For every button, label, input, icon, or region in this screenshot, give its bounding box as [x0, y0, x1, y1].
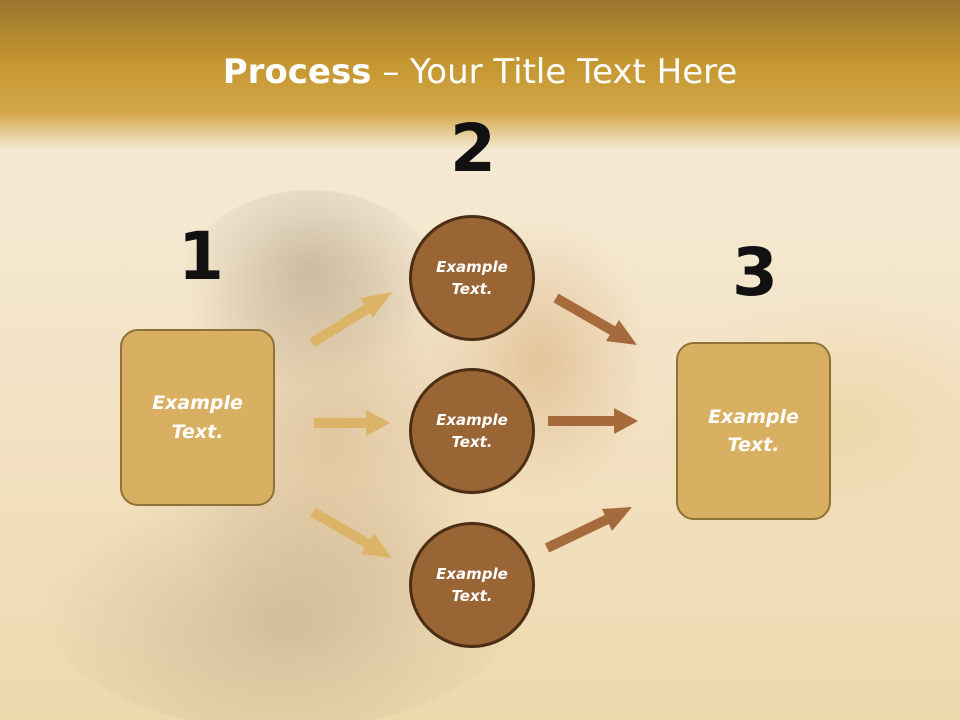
step-3-box-text: Example Text.: [708, 405, 799, 457]
arrow-left-to-bottom: [310, 507, 392, 558]
step-1-box-text: Example Text.: [152, 392, 243, 443]
title-bold: Process: [222, 52, 372, 92]
arrow-middle-to-right: [548, 408, 638, 434]
step-number-2: 2: [450, 110, 496, 187]
title-rest: – Your Title Text Here: [371, 52, 738, 92]
title-band: [0, 0, 960, 150]
arrow-left-to-middle: [314, 410, 390, 436]
step-number-3: 3: [732, 234, 778, 311]
circle-top-text: Example Text.: [436, 257, 508, 299]
arrow-left-to-top: [309, 292, 392, 348]
arrow-top-to-right: [553, 293, 637, 345]
step-number-1: 1: [178, 218, 224, 295]
circle-middle-text: Example Text.: [436, 410, 508, 452]
step-2-circle-middle[interactable]: Example Text.: [409, 368, 535, 494]
slide-title: Process – Your Title Text Here: [0, 52, 960, 92]
arrow-bottom-to-right: [544, 507, 632, 553]
step-2-circle-bottom[interactable]: Example Text.: [409, 522, 535, 648]
step-3-box[interactable]: Example Text.: [676, 342, 831, 520]
circle-bottom-text: Example Text.: [436, 564, 508, 606]
step-2-circle-top[interactable]: Example Text.: [409, 215, 535, 341]
step-1-box[interactable]: Example Text.: [120, 329, 275, 506]
